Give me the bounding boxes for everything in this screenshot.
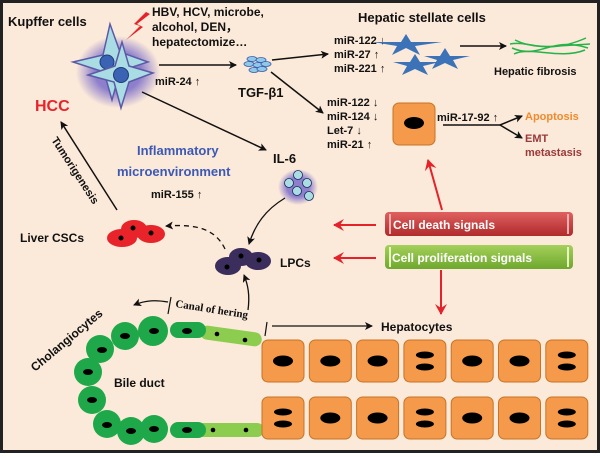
- lpcs-label: LPCs: [280, 256, 311, 270]
- inflammatory-line-1: Inflammatory: [137, 143, 219, 158]
- apoptosis-label: Apoptosis: [525, 111, 579, 123]
- nucleus: [509, 355, 530, 367]
- fibrosis-label: Hepatic fibrosis: [494, 66, 577, 78]
- arrow-tumorigenesis: [60, 121, 118, 211]
- nucleus: [367, 412, 388, 424]
- stellate-cells-icon: [373, 34, 470, 75]
- cell-proliferation-signals-box: Cell proliferation signals: [385, 245, 573, 269]
- inflammatory-line-2: microenvironment: [117, 164, 231, 179]
- nucleus: [274, 420, 292, 428]
- arrow-kupffer-il6: [141, 91, 267, 151]
- arrow-death-hepatocyte: [424, 159, 443, 211]
- hepatocyte-cell: [498, 396, 541, 440]
- hepatocytes-label: Hepatocytes: [381, 320, 453, 334]
- hepatocyte-cell: [261, 339, 305, 383]
- mir24-label: miR-24 ↑: [155, 76, 200, 88]
- kupffer-cells-icon: [70, 21, 160, 111]
- hepatocyte-rows: [261, 339, 589, 440]
- arrow-il6-lpcs: [247, 197, 286, 245]
- hep-mir-1: miR-122 ↓: [327, 97, 378, 109]
- lpcs-icon: [215, 248, 271, 275]
- stellate-label: Hepatic stellate cells: [358, 10, 486, 25]
- hepatocyte-cell: [403, 339, 447, 383]
- arrow-emt: [499, 124, 523, 139]
- mir155-label: miR-155 ↑: [151, 189, 202, 201]
- hep-mir-3: Let-7 ↓: [327, 125, 362, 137]
- hepatocyte-cell: [545, 396, 589, 440]
- trigger-line-1: HBV, HCV, microbe,: [152, 5, 264, 19]
- lightning-icon: [126, 12, 150, 40]
- hepatocyte-cell: [450, 339, 494, 383]
- liver-cscs-icon: [107, 220, 165, 247]
- arrow-apoptosis: [499, 114, 523, 126]
- arrow-tgf-stellate: [271, 50, 329, 61]
- il6-label: IL-6: [273, 151, 296, 166]
- canal-bracket-left: [167, 296, 172, 315]
- mir1792-label: miR-17-92 ↑: [437, 112, 498, 124]
- stellate-mir-1: miR-122 ↓: [334, 35, 385, 47]
- arrow-lpcs-cscs: [165, 221, 226, 250]
- hepatocyte-cell: [545, 339, 589, 383]
- arrow-to-cholangiocytes: [133, 298, 169, 307]
- hep-mir-2: miR-124 ↓: [327, 111, 378, 123]
- nucleus: [462, 412, 483, 424]
- hcc-label: HCC: [35, 98, 70, 115]
- fibrosis-icon: [509, 37, 591, 55]
- nucleus: [367, 355, 388, 367]
- hepatocyte-cell: [498, 339, 541, 383]
- stellate-mir-3: miR-221 ↑: [334, 63, 385, 75]
- nucleus: [557, 420, 576, 428]
- nucleus: [557, 363, 576, 371]
- stellate-mir-2: miR-27 ↑: [334, 49, 379, 61]
- hepatocyte-cell-icon: [392, 102, 436, 146]
- nucleus: [509, 412, 530, 424]
- hepatocyte-cell: [261, 396, 305, 440]
- nucleus: [415, 408, 434, 416]
- tgf-label: TGF-β1: [238, 85, 284, 100]
- nucleus: [320, 355, 341, 367]
- hepatocyte-cell: [403, 396, 447, 440]
- nucleus: [557, 408, 576, 416]
- emt-label-1: EMT: [525, 133, 549, 145]
- liver-cscs-label: Liver CSCs: [20, 231, 84, 245]
- canal-bracket-right: [264, 321, 268, 337]
- arrow-tgf-hepatocyte: [270, 71, 324, 114]
- nucleus: [462, 355, 483, 367]
- trigger-line-2: alcohol, DEN，: [152, 20, 238, 34]
- hepatocyte-cell: [356, 339, 400, 383]
- il6-icon: [278, 169, 318, 205]
- nucleus: [273, 355, 293, 367]
- proliferation-signals-label: Cell proliferation signals: [392, 251, 532, 265]
- nucleus: [320, 412, 341, 424]
- death-signals-label: Cell death signals: [393, 218, 495, 232]
- emt-label-2: metastasis: [525, 147, 582, 159]
- nucleus: [557, 351, 576, 359]
- arrow-canal-lpcs: [242, 274, 251, 311]
- nucleus: [274, 408, 292, 416]
- hepatocyte-cell: [450, 396, 494, 440]
- nucleus: [415, 420, 434, 428]
- bile-duct-icon: [74, 316, 264, 445]
- nucleus: [415, 351, 434, 359]
- hepatocyte-cell: [308, 339, 352, 383]
- cell-death-signals-box: Cell death signals: [385, 212, 573, 236]
- hepatocyte-cell: [308, 396, 352, 440]
- hepatocyte-cell: [356, 396, 400, 440]
- bile-duct-label: Bile duct: [114, 376, 165, 390]
- tgf-beta1-icon: [243, 56, 272, 73]
- hep-mir-4: miR-21 ↑: [327, 139, 372, 151]
- kupffer-label: Kupffer cells: [8, 14, 87, 29]
- nucleus: [415, 363, 434, 371]
- trigger-line-3: hepatectomize…: [152, 35, 247, 49]
